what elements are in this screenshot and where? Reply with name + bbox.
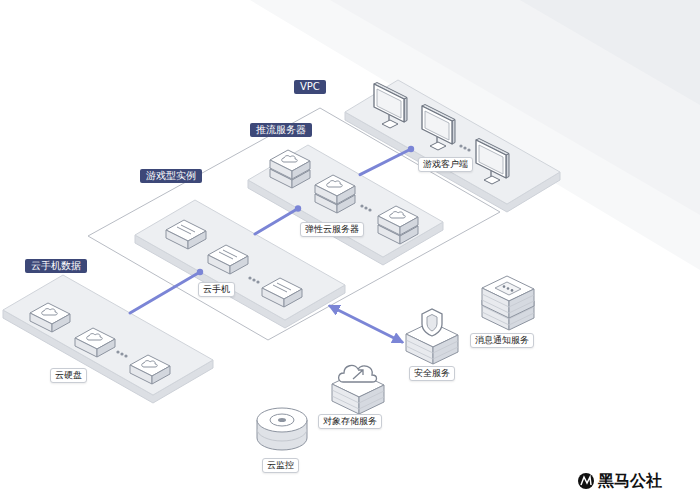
message-icon (482, 276, 534, 330)
watermark-logo (581, 477, 591, 485)
server-icon (315, 175, 355, 213)
connector (360, 149, 411, 175)
connector-dot (295, 205, 301, 211)
item-label: 云硬盘 (50, 368, 87, 383)
ellipsis-dot (463, 146, 466, 149)
group-plate: 云手机数据云硬盘 (0, 265, 220, 405)
service-label: 安全服务 (409, 366, 455, 381)
ellipsis-dot (368, 208, 371, 211)
ellipsis-dot (116, 350, 119, 353)
connector (130, 272, 200, 313)
ellipsis-dot (360, 204, 363, 207)
ellipsis-dot (256, 280, 259, 283)
ellipsis-dot (364, 206, 367, 209)
connector (255, 209, 298, 235)
ellipsis-dot (124, 354, 127, 357)
monitor-icon (476, 139, 509, 185)
watermark: 黑马公社 (598, 473, 662, 489)
ellipsis-dot (459, 144, 462, 147)
plate-top (248, 145, 443, 257)
monitor-icon (422, 105, 455, 151)
server-icon (270, 150, 310, 188)
ellipsis-dot (467, 148, 470, 151)
item-label: 游戏客户端 (418, 157, 473, 172)
connector-dot (197, 269, 203, 275)
bg-band (330, 0, 700, 215)
service-label: 对象存储服务 (318, 414, 382, 429)
storage-icon (332, 366, 384, 414)
plate-shape (0, 265, 220, 405)
shield-icon (406, 309, 458, 364)
group-tag: 推流服务器 (250, 123, 312, 137)
monitor-disc-icon (257, 408, 307, 450)
disk-icon (30, 303, 70, 332)
item-label: 云手机 (198, 282, 235, 297)
ellipsis-dot (248, 276, 251, 279)
group-tag: 云手机数据 (25, 259, 87, 273)
watermark-logo (578, 473, 594, 489)
item-label: 弹性云服务器 (300, 222, 364, 237)
phone-icon (262, 278, 302, 307)
monitor-icon (374, 83, 407, 129)
connector (330, 306, 402, 342)
service-label: 消息通知服务 (470, 333, 534, 348)
group-tag: 游戏型实例 (140, 169, 202, 183)
disk-icon (130, 355, 170, 384)
phone-icon (166, 220, 206, 249)
group-tag: VPC (294, 80, 326, 94)
disk-icon (75, 328, 115, 357)
server-icon (378, 206, 418, 244)
plate-top (3, 275, 213, 395)
connector-dot (408, 146, 414, 152)
bg-band (250, 0, 700, 270)
ellipsis-dot (252, 278, 255, 281)
ellipsis-dot (120, 352, 123, 355)
phone-icon (208, 245, 248, 274)
service-label: 云监控 (262, 458, 299, 473)
plate-top (135, 200, 345, 320)
plate-top (345, 80, 560, 204)
bg-band (520, 0, 700, 105)
